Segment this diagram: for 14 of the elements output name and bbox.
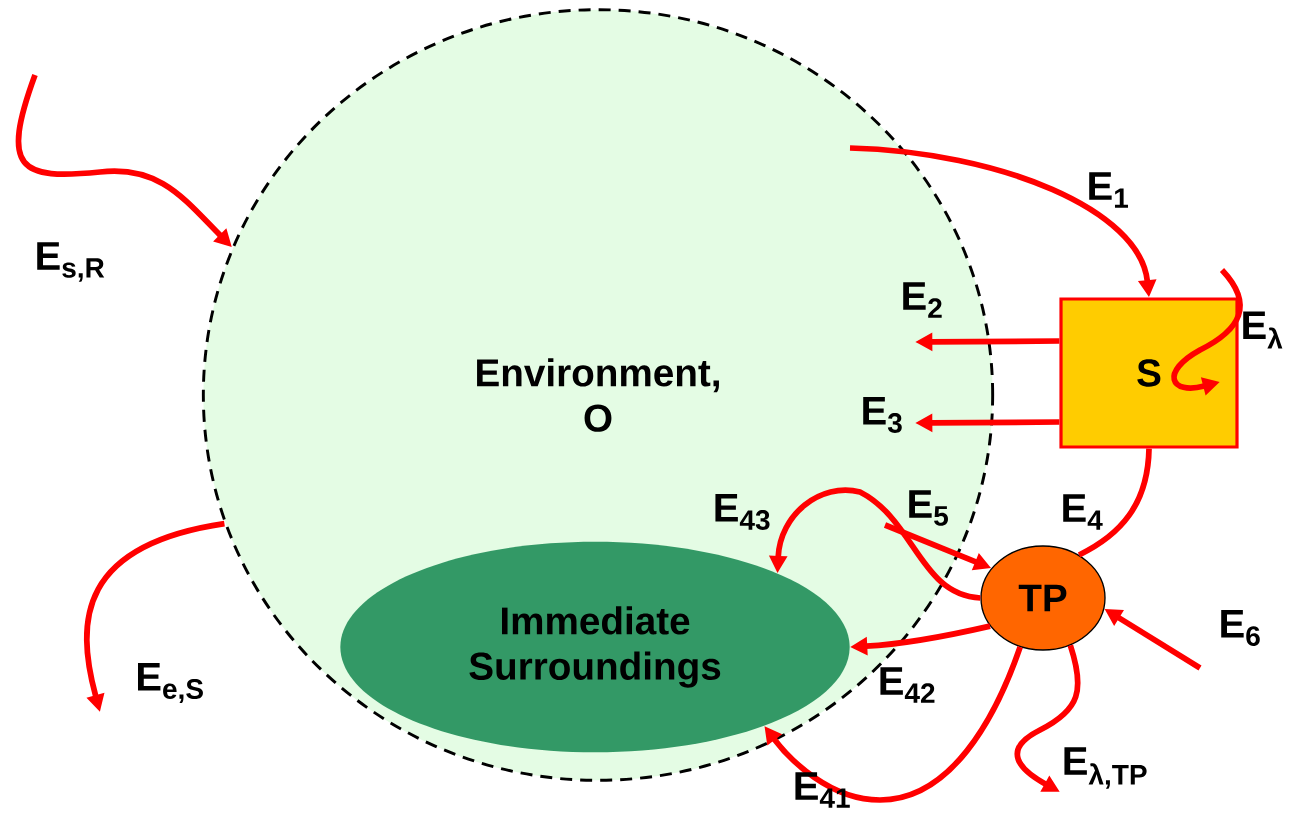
edge-label: E$_{5}$ bbox=[909, 490, 948, 526]
edge-label: E$_{4}$ bbox=[1063, 494, 1103, 530]
edge-label: E$_{λ}$ bbox=[1243, 311, 1283, 349]
edge-label: E$_{2}$ bbox=[903, 282, 942, 318]
arrow bbox=[1014, 644, 1081, 792]
edge-label: E$_{λ,TP}$ bbox=[1064, 747, 1147, 789]
edge-label: E$_{e,S}$ bbox=[138, 663, 203, 703]
edge-label: E$_{43}$ bbox=[715, 494, 770, 530]
edge-label: E$_{42}$ bbox=[880, 667, 935, 703]
edge-label: E$_{s,R}$ bbox=[37, 242, 105, 282]
edge-label: E$_{6}$ bbox=[1221, 610, 1260, 646]
system-box: S bbox=[1059, 297, 1239, 449]
edge-label: E$_{3}$ bbox=[863, 397, 902, 433]
edge-label: E$_{1}$ bbox=[1089, 172, 1128, 208]
